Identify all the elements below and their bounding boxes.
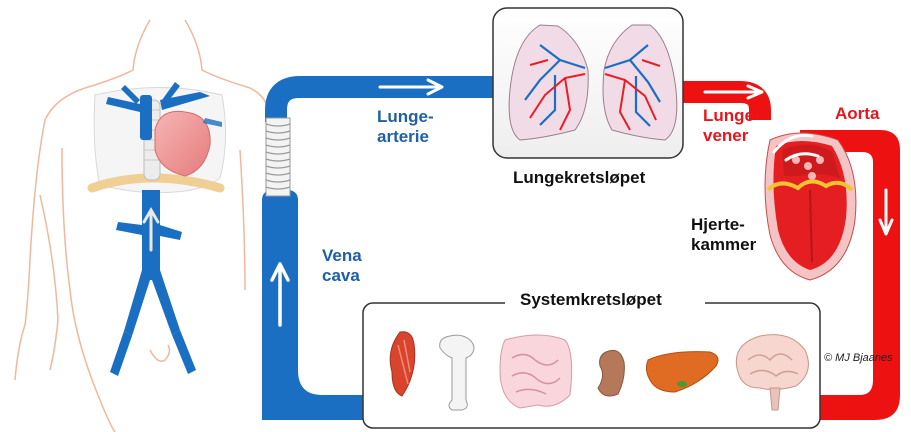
label-lungevener: Lunge- vener [703, 106, 760, 146]
label-lungearterie: Lunge- arterie [377, 107, 434, 147]
label-hjertekammer-line1: Hjerte- [691, 215, 756, 235]
label-vena-cava-line2: cava [322, 266, 362, 286]
label-lungevener-line1: Lunge- [703, 106, 760, 126]
label-hjertekammer: Hjerte- kammer [691, 215, 756, 255]
inferior-vena-cava [110, 190, 196, 376]
copyright-signature: © MJ Bjaanes [824, 352, 893, 364]
label-lungevener-line2: vener [703, 126, 760, 146]
label-aorta: Aorta [835, 104, 879, 124]
label-systemkretslopet: Systemkretsløpet [520, 290, 662, 310]
label-vena-cava: Vena cava [322, 246, 362, 286]
label-lungekretslopet: Lungekretsløpet [513, 168, 645, 188]
intestine-icon [500, 335, 572, 408]
label-vena-cava-line1: Vena [322, 246, 362, 266]
label-lungearterie-line2: arterie [377, 127, 434, 147]
label-hjertekammer-line2: kammer [691, 235, 756, 255]
heart-chambers [765, 133, 856, 280]
ribbed-vessel-segment [266, 118, 290, 196]
label-lungearterie-line1: Lunge- [377, 107, 434, 127]
